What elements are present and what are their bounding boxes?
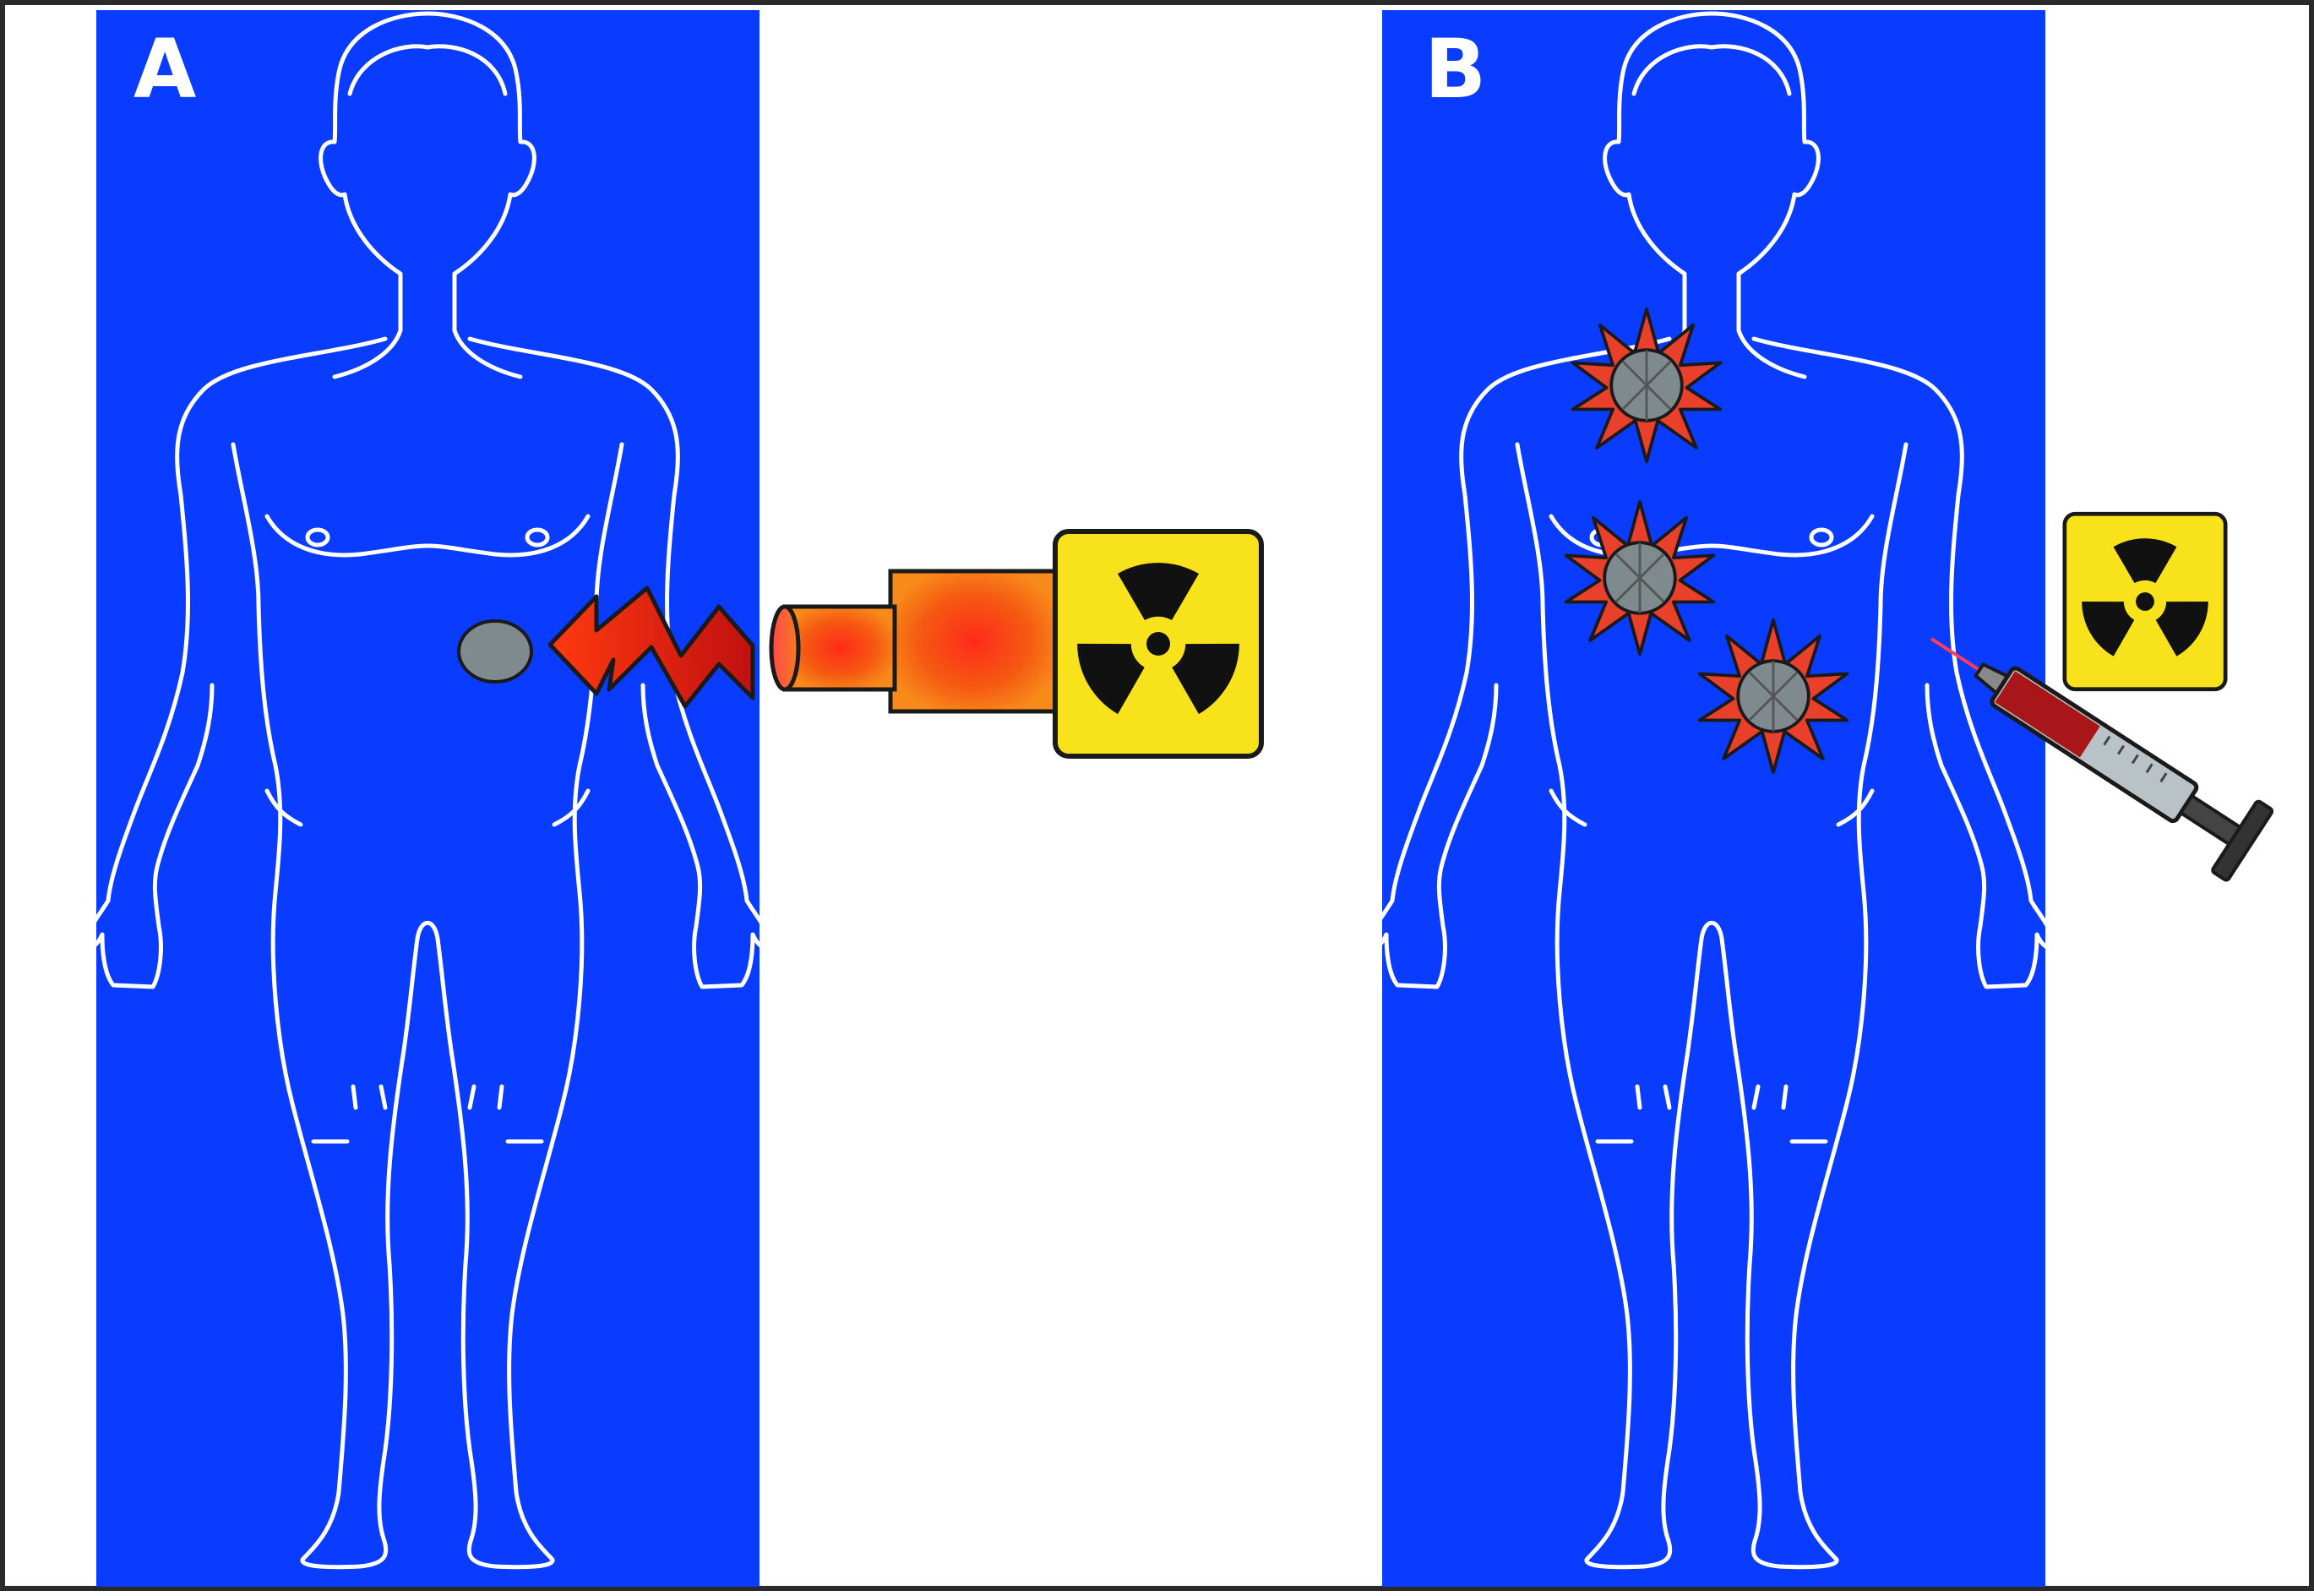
radiation-warning-icon bbox=[1055, 531, 1261, 756]
radiation-beam-projector bbox=[769, 569, 1060, 714]
syringe-icon bbox=[1930, 637, 2274, 882]
panel-b-label: B bbox=[1424, 22, 1487, 117]
panel-b-background bbox=[1382, 10, 2045, 1587]
panel-a-label: A bbox=[133, 22, 197, 117]
panel-a-tumor bbox=[457, 619, 533, 684]
illustration-canvas bbox=[5, 10, 2274, 1587]
panel-a-background bbox=[96, 10, 760, 1587]
zigzag-beam-icon bbox=[547, 586, 755, 709]
radiation-warning-icon bbox=[2065, 514, 2225, 689]
